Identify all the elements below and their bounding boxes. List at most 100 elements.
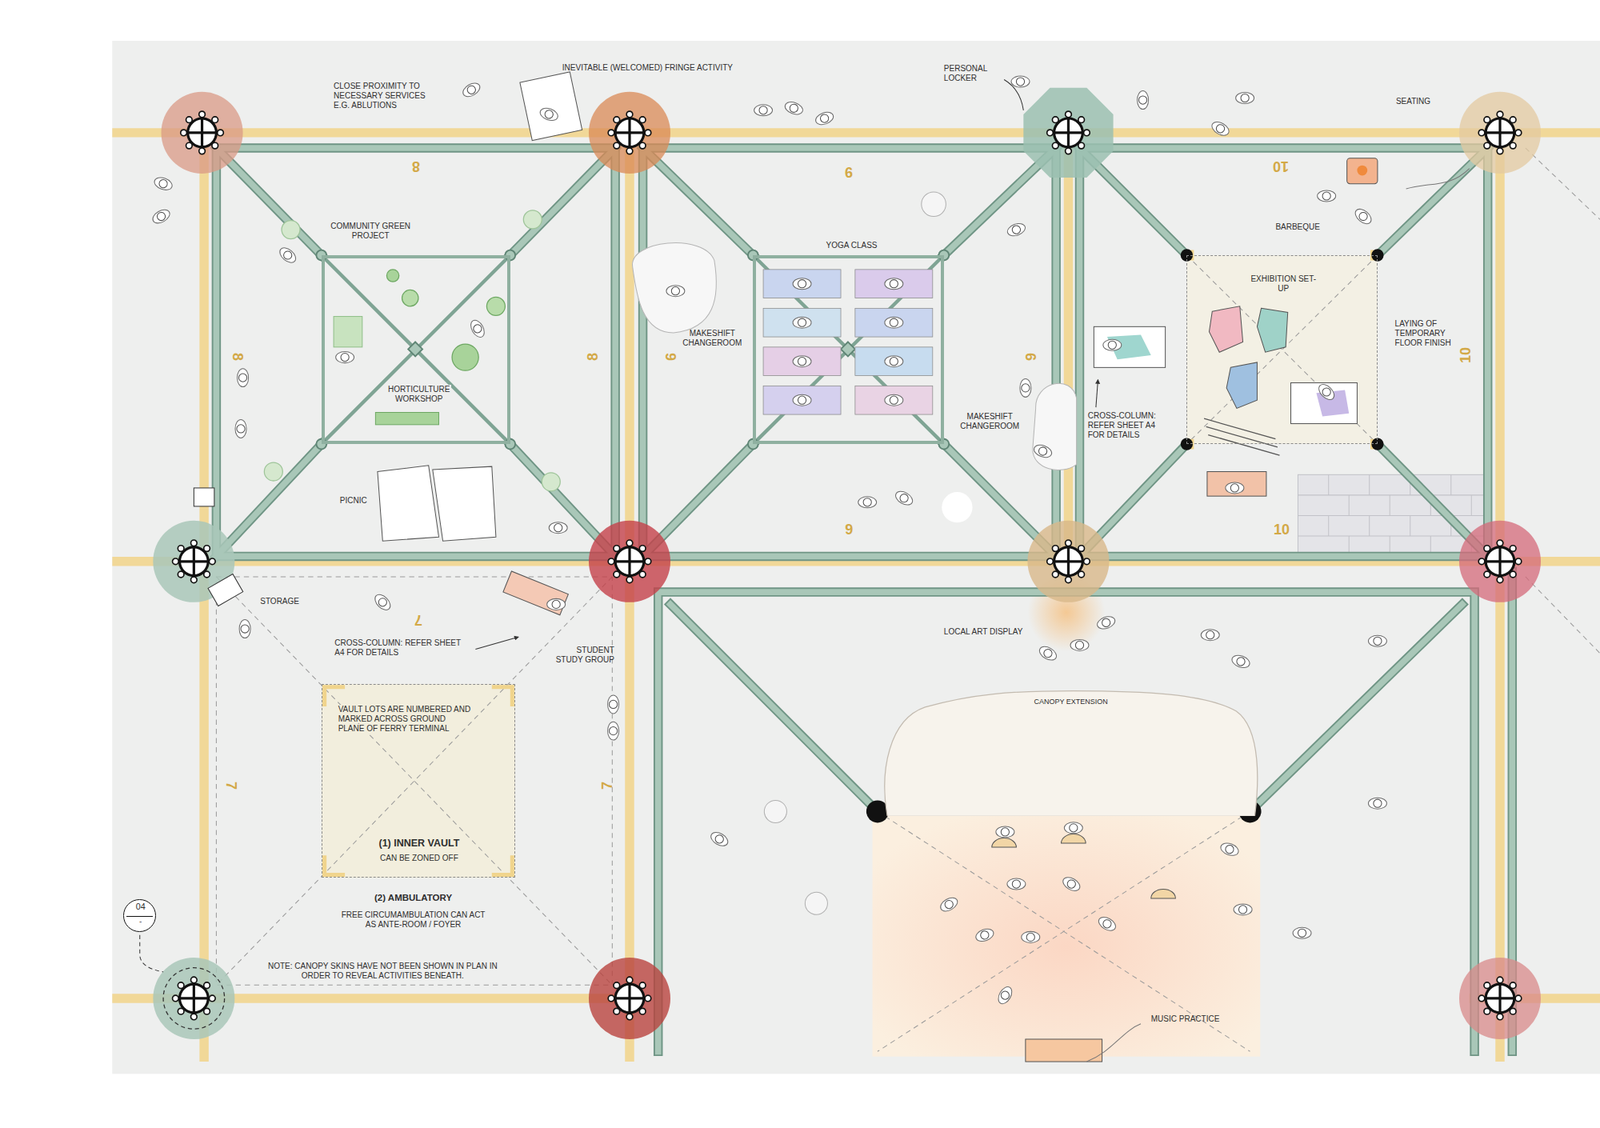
- beam-outline: [216, 148, 1512, 1052]
- people: [372, 592, 393, 613]
- people: [1225, 482, 1244, 494]
- columns: [1478, 111, 1522, 155]
- canopy-extension: CANOPY EXTENSION: [879, 688, 1262, 816]
- furniture: [632, 243, 717, 333]
- pin-joints: [866, 248, 1384, 823]
- furniture: [1256, 308, 1288, 352]
- node-heading: VAULT LOTS ARE NUMBERED AND MARKED ACROS…: [336, 704, 472, 734]
- people: [813, 109, 835, 127]
- people: [152, 175, 174, 192]
- furniture: [486, 296, 505, 316]
- people: [1032, 442, 1053, 460]
- bay-tints: [1186, 255, 1378, 444]
- columns: [1459, 92, 1541, 174]
- frame-nodes: [316, 250, 949, 450]
- inner-frames: [321, 255, 944, 444]
- furniture: [377, 465, 496, 541]
- furniture: [193, 72, 1378, 1062]
- columns: [172, 540, 216, 584]
- people: [150, 207, 172, 227]
- furniture: [941, 492, 972, 523]
- people: [996, 984, 1016, 1007]
- furniture: [375, 412, 439, 425]
- people: [276, 244, 299, 266]
- people: [1209, 119, 1232, 139]
- frame-nodes: [938, 439, 949, 450]
- exhibition-zone: EXHIBITION SET-UP: [1186, 255, 1378, 444]
- frame-nodes: [408, 341, 423, 356]
- vault-lot-number: 7: [599, 781, 617, 790]
- furniture: [208, 574, 244, 607]
- inner-frames: [752, 255, 944, 444]
- furniture: [855, 308, 933, 337]
- annotation-label: STORAGE: [260, 596, 300, 607]
- columns: [1027, 520, 1109, 603]
- inner-frames: [321, 255, 511, 444]
- paving-grid: [1297, 474, 1488, 555]
- furniture: [763, 308, 841, 337]
- people: [1230, 652, 1252, 670]
- furniture: [503, 571, 568, 616]
- columns: [161, 92, 244, 174]
- people: [336, 352, 355, 364]
- annotation-label: PICNIC: [340, 496, 368, 506]
- furniture: [281, 220, 300, 240]
- people: [858, 496, 877, 508]
- text-patch: CAN BE ZONED OFF: [378, 853, 460, 863]
- people: [1137, 91, 1149, 110]
- people: [1070, 639, 1089, 651]
- people: [1317, 190, 1336, 202]
- people: [783, 100, 804, 117]
- leader-lines: [475, 636, 519, 649]
- columns: [608, 540, 652, 584]
- columns: [1047, 111, 1091, 155]
- furniture: [855, 269, 933, 299]
- furniture: [1347, 158, 1378, 184]
- vault-lot-number: 10: [1273, 521, 1290, 540]
- vault-lot-number: 8: [412, 156, 420, 175]
- node-heading: EXHIBITION SET-UP: [1245, 274, 1321, 294]
- people: [1352, 206, 1375, 228]
- annotation-label: NOTE: CANOPY SKINS HAVE NOT BEEN SHOWN I…: [255, 961, 511, 981]
- sheet-callout: 04-: [123, 899, 156, 932]
- people: [1200, 629, 1220, 641]
- annotation-label: CLOSE PROXIMITY TO NECESSARY SERVICES E.…: [333, 81, 436, 111]
- people: [1007, 878, 1026, 890]
- leader-lines: [140, 935, 164, 972]
- paving-grid: [1297, 474, 1488, 555]
- furniture: [804, 892, 828, 915]
- node-heading: COMMUNITY GREEN PROJECT: [314, 221, 427, 241]
- vault-lot-number: 10: [1272, 156, 1289, 175]
- dashed-grid: [1186, 255, 1378, 444]
- text-patch: COMMUNITY GREEN PROJECT: [328, 221, 412, 240]
- furniture: [764, 800, 787, 823]
- people: [996, 826, 1015, 838]
- people: [1316, 381, 1337, 403]
- columns: [1478, 540, 1522, 584]
- columns: [588, 957, 671, 1040]
- text-patch: (1) INNER VAULT: [376, 837, 461, 849]
- dashed-grid: [216, 576, 612, 985]
- node-heading: CANOPY EXTENSION: [879, 697, 1262, 707]
- people: [884, 356, 904, 368]
- columns: [180, 111, 224, 155]
- dashed-grid: [877, 811, 1251, 1052]
- node-text: CAN BE ZONED OFF: [322, 853, 516, 864]
- columns: [588, 957, 671, 1040]
- vault-lot-number: 9: [660, 352, 679, 361]
- furniture: [264, 462, 283, 481]
- people: [1368, 797, 1387, 809]
- furniture: [541, 472, 560, 492]
- people: [1096, 914, 1118, 934]
- people: [666, 285, 685, 297]
- furniture: [520, 72, 583, 141]
- paving-grid: [1297, 474, 1488, 555]
- frame-nodes: [840, 341, 856, 356]
- annotation-label: MUSIC PRACTICE: [1151, 1014, 1220, 1024]
- frame-nodes: [504, 439, 516, 450]
- people: [1292, 927, 1312, 939]
- people: [884, 316, 904, 328]
- node-text: (1) INNER VAULT: [322, 837, 516, 850]
